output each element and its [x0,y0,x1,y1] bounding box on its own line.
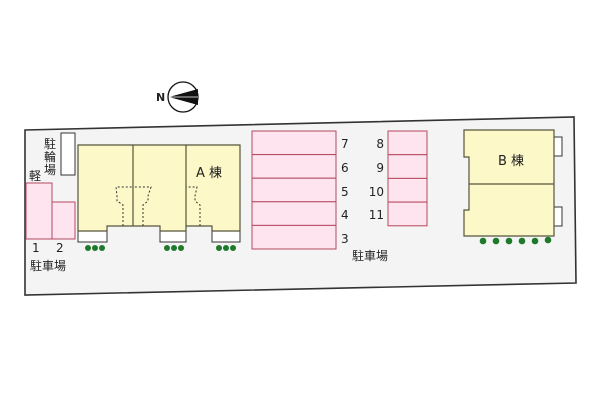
tree-icon [164,245,170,251]
compass: N [156,81,199,113]
svg-text:駐: 駐 [44,136,56,151]
light-vehicle-label: 軽 [29,169,41,183]
parking-spot-2 [51,201,76,240]
tree-icon [92,245,98,251]
tree-icon [531,237,539,245]
parking-spot-7 [251,130,337,156]
tree-icon [178,245,184,251]
tree-icon [518,237,526,245]
parking-number: 3 [341,232,349,246]
parking-spot-4 [251,201,337,226]
parking-center: 7 6 5 4 3 [251,130,349,250]
tree-icon [216,245,222,251]
parking-number: 10 [369,185,384,199]
north-label: N [156,91,165,104]
parking-spot-9 [387,154,428,179]
parking-number: 6 [341,161,349,175]
parking-spot-3 [251,224,337,250]
parking-left: 1 2 駐車場 [25,182,76,273]
tree-icon [505,237,513,245]
parking-number: 11 [369,208,384,222]
bicycle-parking: 駐 輪 場 [44,132,76,177]
parking-number: 5 [341,185,349,199]
parking-number: 8 [376,137,384,151]
parking-number: 2 [56,241,64,255]
tree-icon [85,245,91,251]
parking-spot-10 [387,177,428,203]
parking-number: 1 [32,241,40,255]
parking-spot-8 [387,130,428,156]
parking-spot-5 [251,177,337,203]
tree-icon [171,245,177,251]
tree-icon [230,245,236,251]
parking-spot-1 [25,182,53,240]
parking-number: 9 [376,161,384,175]
trees-building-b [479,236,552,245]
tree-icon [223,245,229,251]
building-b-label: B 棟 [498,154,524,169]
tree-icon [479,237,487,245]
svg-text:場: 場 [44,163,56,177]
trees-building-a [85,245,236,251]
tree-icon [492,237,500,245]
parking-right: 8 9 10 11 [369,130,428,227]
svg-text:輪: 輪 [44,149,56,164]
north-arrow-icon [167,81,199,113]
building-b: B 棟 [463,129,563,237]
parking-left-label: 駐車場 [30,258,66,273]
tree-icon [544,236,552,244]
tree-icon [99,245,105,251]
parking-center-label: 駐車場 [352,248,388,263]
building-a: A 棟 [77,144,241,243]
parking-number: 4 [341,208,349,222]
parking-spot-6 [251,154,337,179]
parking-spot-11 [387,201,428,227]
parking-number: 7 [341,137,349,151]
building-a-label: A 棟 [196,166,222,181]
